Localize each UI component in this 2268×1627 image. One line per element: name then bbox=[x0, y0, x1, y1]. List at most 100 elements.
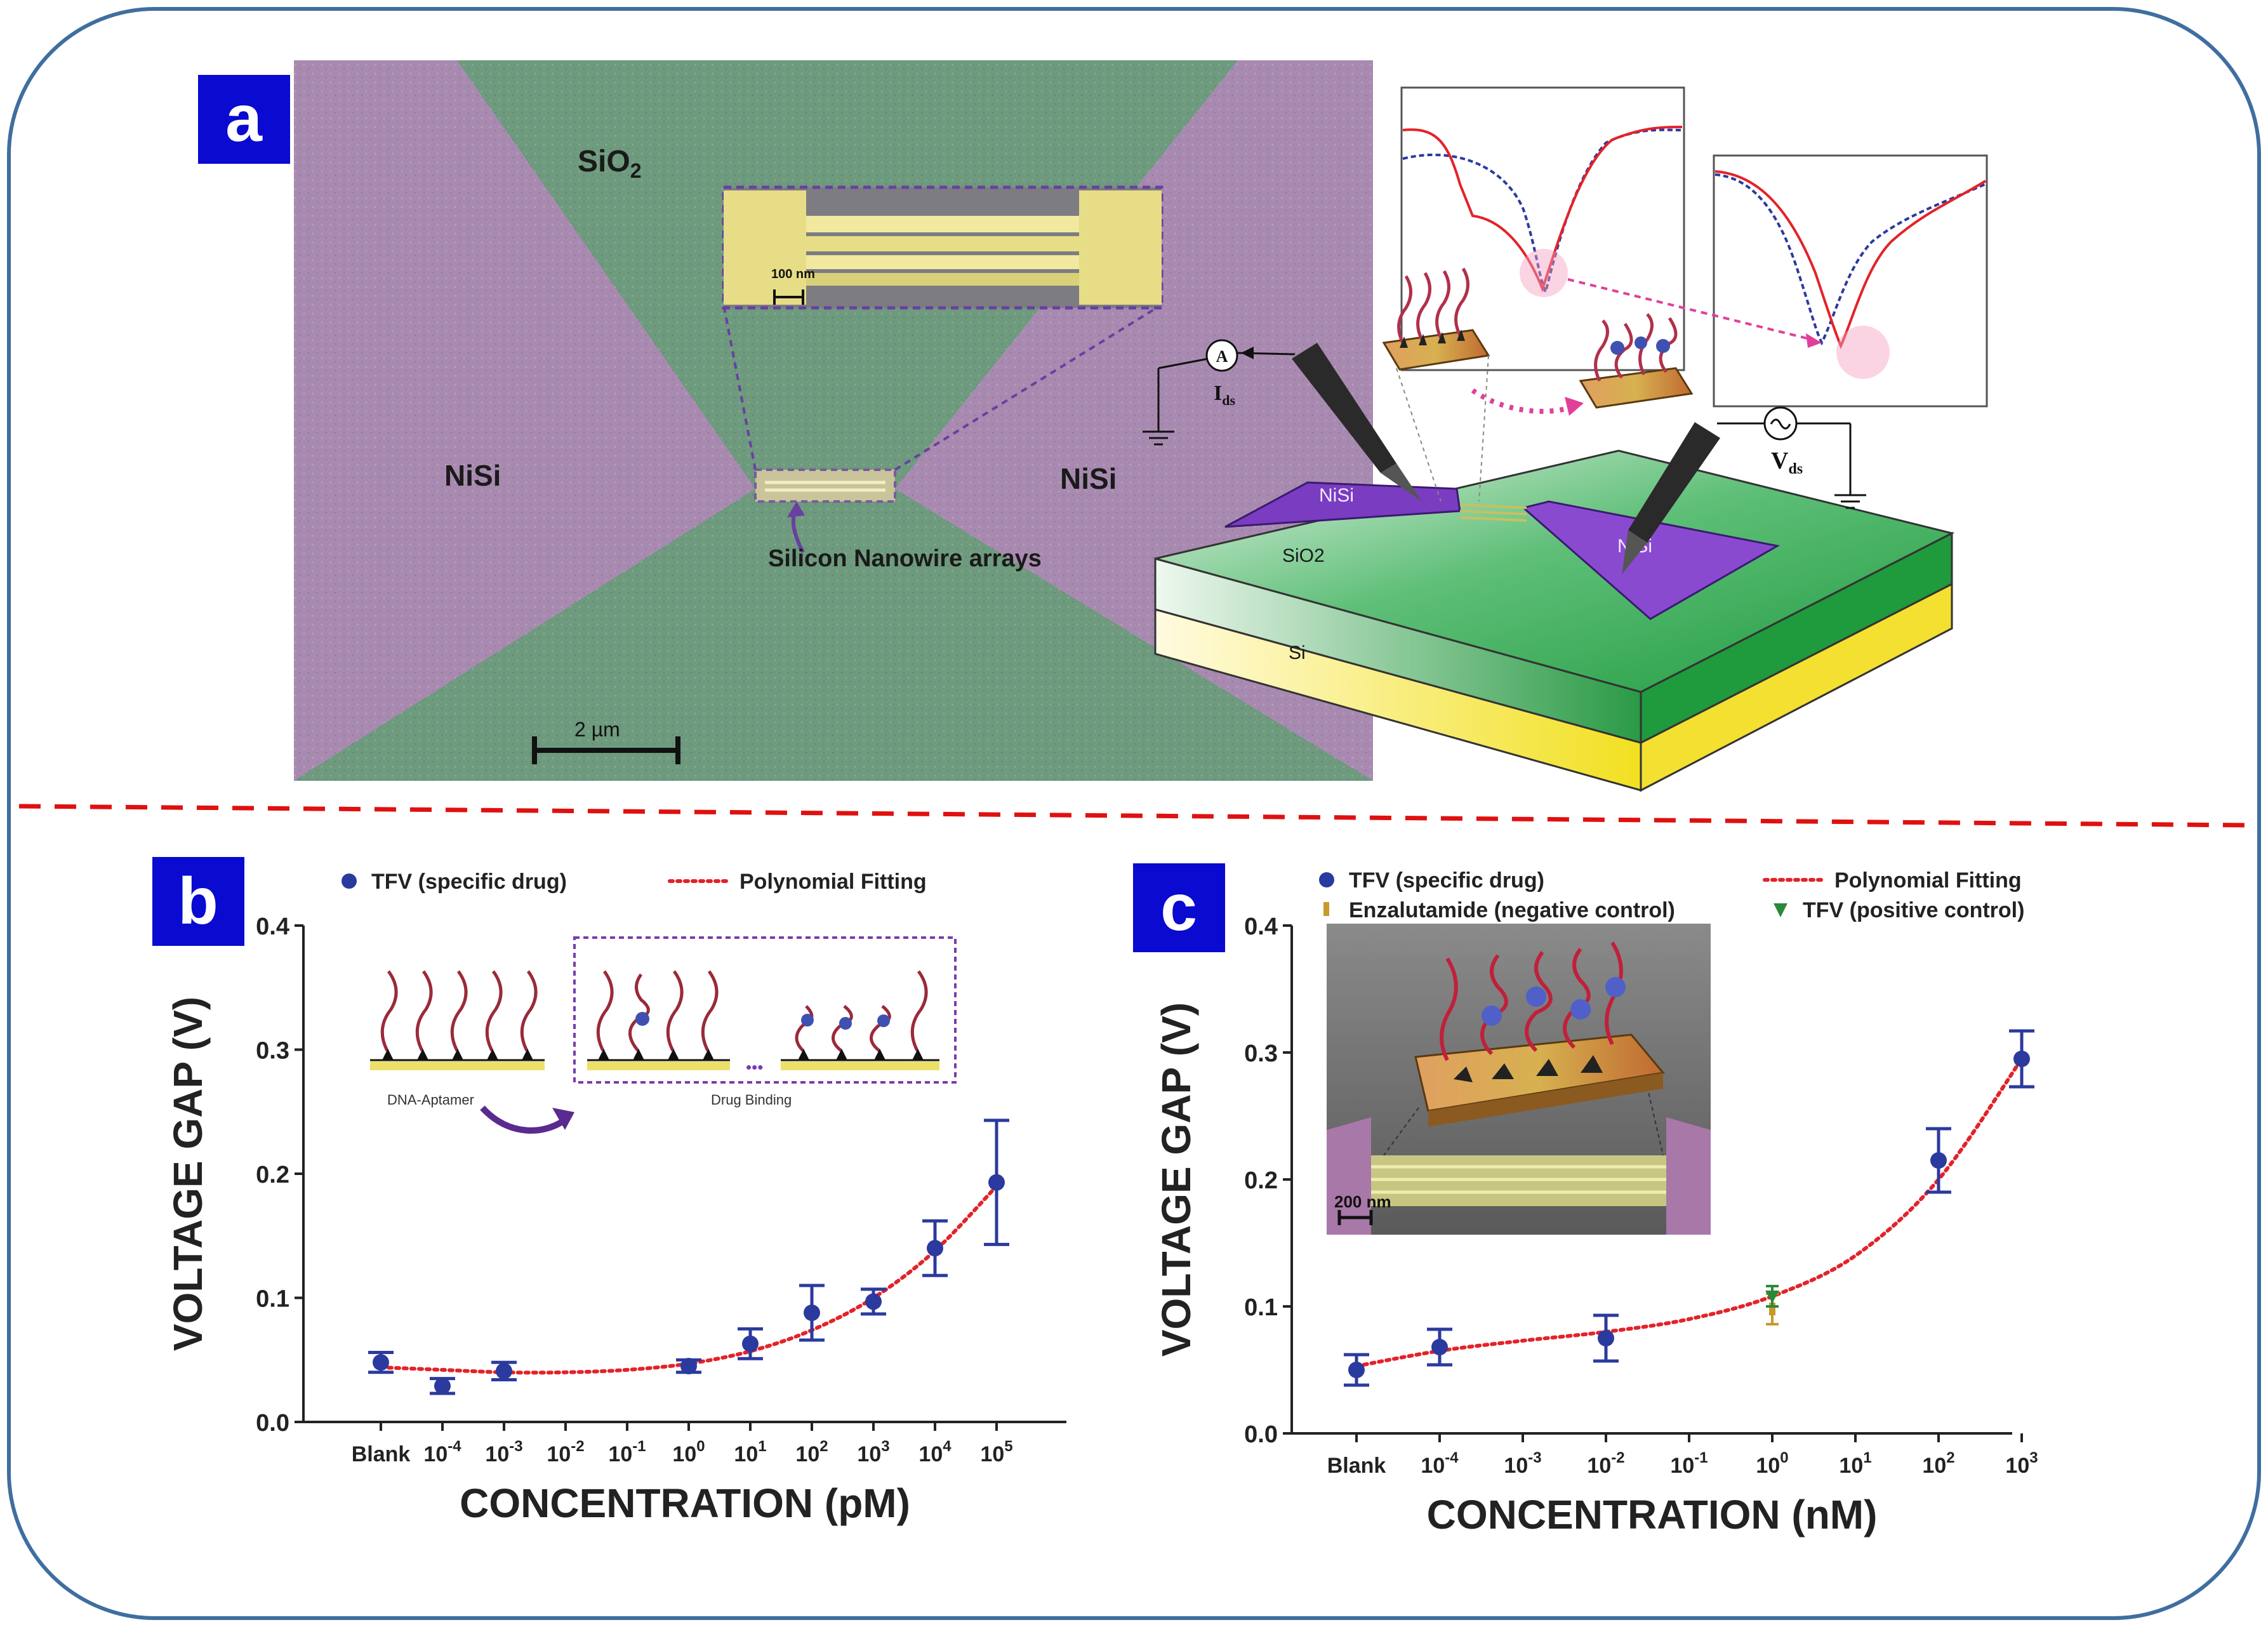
data-point bbox=[1431, 1339, 1448, 1355]
y-tick-label: 0.1 bbox=[1244, 1294, 1278, 1321]
y-axis-title: VOLTAGE GAP (V) bbox=[1153, 1002, 1199, 1357]
device-nisi-left-pad bbox=[1224, 481, 1461, 528]
panel-a-badge bbox=[198, 75, 290, 164]
y-tick-label: 0.4 bbox=[1244, 913, 1278, 940]
vds-label: Vds bbox=[1771, 448, 1803, 477]
panel-b-badge bbox=[152, 857, 244, 946]
x-tick-label: 10-4 bbox=[423, 1438, 461, 1466]
y-tick-label: 0.1 bbox=[256, 1286, 289, 1313]
arrow-icon bbox=[552, 1108, 574, 1130]
x-axis-title: CONCENTRATION (pM) bbox=[460, 1480, 910, 1526]
y-axis-title: VOLTAGE GAP (V) bbox=[165, 997, 211, 1351]
chart-c-inset: 200 nm bbox=[1327, 924, 1711, 1235]
panel-divider bbox=[18, 804, 2251, 828]
x-tick-label: 100 bbox=[1756, 1449, 1788, 1478]
data-point bbox=[1930, 1152, 1947, 1169]
y-tick-label: 0.3 bbox=[256, 1038, 289, 1065]
data-point bbox=[742, 1335, 759, 1352]
chart-c-inset-scale-label: 200 nm bbox=[1334, 1192, 1391, 1211]
inset-dots: ••• bbox=[746, 1058, 763, 1077]
legend-marker bbox=[1774, 903, 1787, 917]
device-sio2-label: SiO2 bbox=[1282, 545, 1325, 566]
transfer-curve-inset-1 bbox=[1400, 86, 1685, 371]
sem-nisi-right-label: NiSi bbox=[1060, 462, 1117, 495]
sem-inset-scale-label: 100 nm bbox=[771, 267, 815, 281]
device-nisi-right-pad bbox=[1521, 500, 1781, 620]
aptamer-label: DNA-Aptamer bbox=[387, 1092, 474, 1108]
device-si-label: Si bbox=[1289, 642, 1306, 663]
ammeter-icon bbox=[1205, 339, 1238, 372]
panel-c-label: c bbox=[1160, 871, 1197, 945]
aptamer-chip-1 bbox=[1382, 267, 1490, 371]
data-point bbox=[1348, 1362, 1365, 1378]
probe-right bbox=[1622, 422, 1720, 574]
legend-label: TFV (specific drug) bbox=[1349, 868, 1544, 893]
data-point bbox=[434, 1378, 451, 1395]
x-tick-label: 10-1 bbox=[1670, 1449, 1708, 1478]
sem-image: 100 nm SiO2 NiSi NiSi Silicon Nanowire a… bbox=[294, 60, 1373, 781]
data-point bbox=[865, 1293, 882, 1310]
y-tick-label: 0.2 bbox=[256, 1162, 289, 1188]
legend-label: Polynomial Fitting bbox=[1834, 868, 2022, 893]
x-tick-label: 100 bbox=[672, 1438, 705, 1466]
y-tick-label: 0.4 bbox=[256, 913, 289, 940]
data-point bbox=[1598, 1330, 1614, 1346]
sem-scale-bar-label: 2 µm bbox=[574, 718, 620, 741]
x-tick-label: 102 bbox=[795, 1438, 828, 1466]
substrate-top bbox=[1155, 449, 1955, 693]
data-point bbox=[804, 1304, 820, 1321]
x-tick-label: 10-1 bbox=[608, 1438, 646, 1466]
data-point bbox=[496, 1362, 512, 1379]
data-point bbox=[2013, 1051, 2030, 1067]
y-tick-label: 0.0 bbox=[256, 1410, 289, 1437]
legend-label: TFV (positive control) bbox=[1803, 898, 2024, 922]
data-point bbox=[680, 1358, 697, 1375]
outer-frame bbox=[7, 7, 2261, 1620]
x-tick-label: Blank bbox=[1327, 1454, 1386, 1478]
legend-marker bbox=[1323, 902, 1329, 916]
legend-marker bbox=[1319, 872, 1334, 887]
x-tick-label: 10-2 bbox=[547, 1438, 584, 1466]
aptamer-strands-unbound bbox=[370, 970, 545, 1070]
x-tick-label: 10-2 bbox=[1587, 1449, 1624, 1478]
x-tick-label: 10-3 bbox=[485, 1438, 522, 1466]
x-tick-label: Blank bbox=[352, 1442, 411, 1466]
x-tick-label: 10-4 bbox=[1421, 1449, 1459, 1478]
x-tick-label: 103 bbox=[2005, 1449, 2038, 1478]
x-tick-label: 10-3 bbox=[1504, 1449, 1541, 1478]
legend-marker bbox=[342, 873, 357, 889]
panel-b-label: b bbox=[178, 865, 218, 938]
aptamer-strands-bound bbox=[587, 970, 939, 1070]
x-tick-label: 104 bbox=[918, 1438, 952, 1466]
data-point bbox=[1769, 1303, 1775, 1315]
chart-b-inset: DNA-Aptamer bbox=[370, 936, 957, 1134]
y-tick-label: 0.0 bbox=[1244, 1421, 1278, 1448]
y-tick-label: 0.2 bbox=[1244, 1167, 1278, 1194]
data-point bbox=[927, 1240, 943, 1257]
probe-left bbox=[1292, 343, 1422, 501]
ammeter-label: A bbox=[1216, 347, 1228, 366]
drug-binding-label: Drug Binding bbox=[711, 1092, 792, 1108]
sem-nanowire-bridge bbox=[754, 468, 896, 503]
legend-label: Polynomial Fitting bbox=[739, 870, 927, 894]
data-point bbox=[373, 1354, 389, 1371]
panel-c-badge bbox=[1133, 863, 1225, 952]
x-tick-label: 102 bbox=[1922, 1449, 1954, 1478]
aptamer-chip-2 bbox=[1579, 313, 1694, 409]
x-axis-title: CONCENTRATION (nM) bbox=[1427, 1492, 1878, 1537]
fit-curve bbox=[1355, 1057, 2024, 1368]
ids-label: Ids bbox=[1214, 382, 1235, 408]
y-tick-label: 0.3 bbox=[1244, 1040, 1278, 1067]
fit-curve bbox=[379, 1184, 998, 1375]
device-schematic: NiSi NiSi SiO2 Si A Ids Vds bbox=[1143, 86, 1988, 792]
device-nisi-left-label: NiSi bbox=[1319, 485, 1354, 506]
x-tick-label: 101 bbox=[734, 1438, 766, 1466]
panel-a-label: a bbox=[225, 82, 263, 156]
x-tick-label: 105 bbox=[980, 1438, 1012, 1466]
data-point bbox=[1765, 1291, 1779, 1303]
sem-nisi-left-label: NiSi bbox=[444, 459, 501, 492]
x-tick-label: 103 bbox=[857, 1438, 889, 1466]
